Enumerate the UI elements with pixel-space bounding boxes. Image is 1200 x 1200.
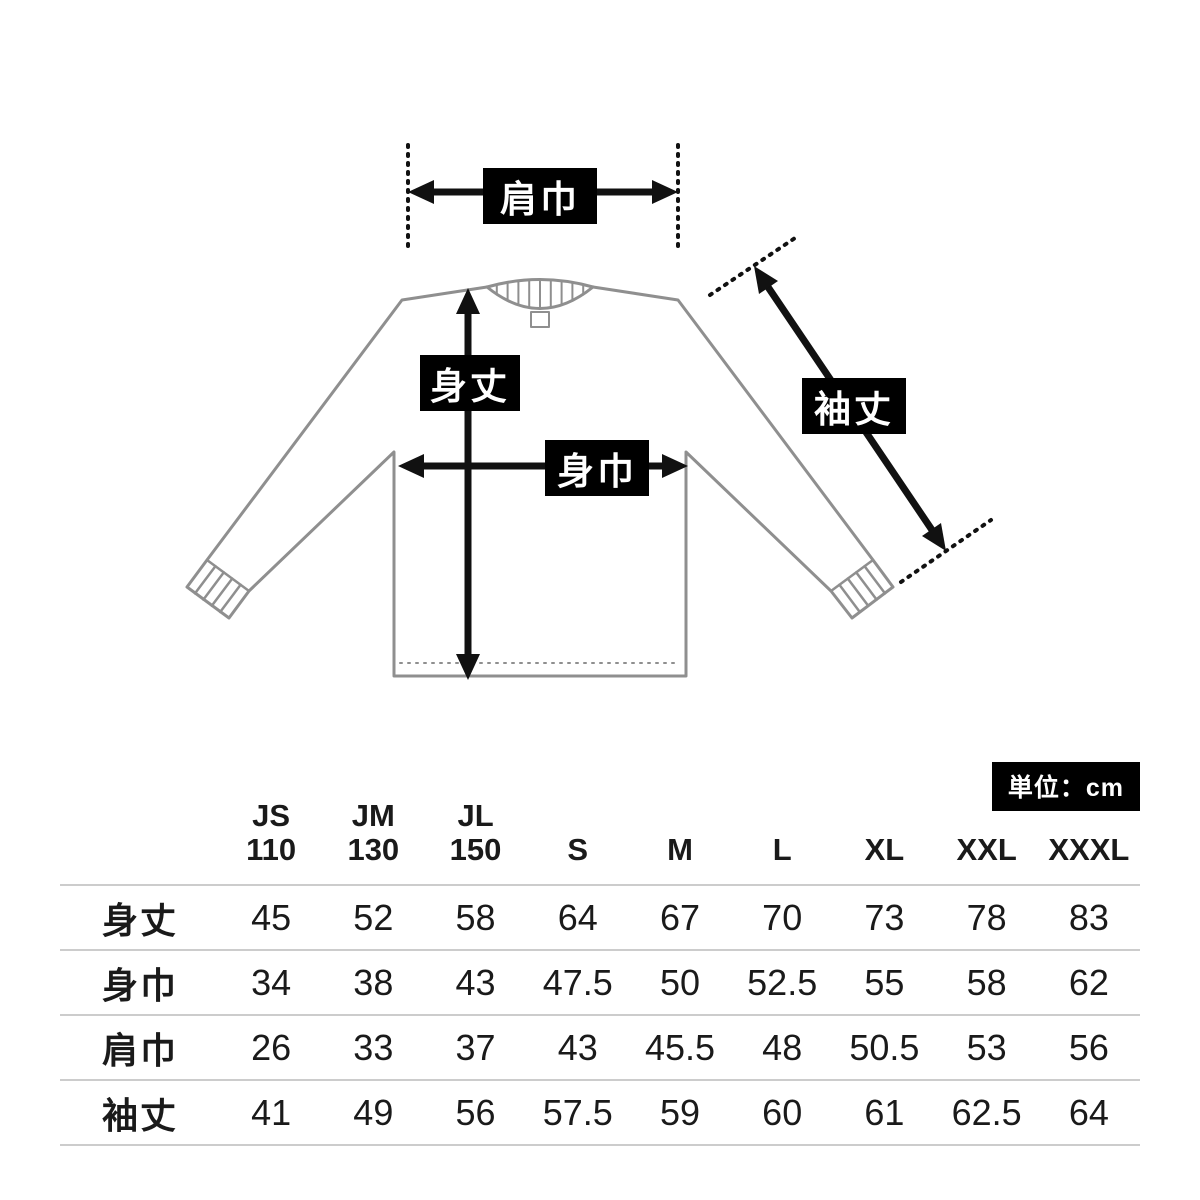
- size-value-cell: 61: [833, 1079, 936, 1145]
- size-column-header-XL: XL: [864, 832, 905, 868]
- size-value-cell: 33: [322, 1014, 425, 1080]
- size-value-cell: 37: [424, 1014, 527, 1080]
- unit-badge: 単位：cm: [991, 762, 1140, 811]
- size-value-cell: 73: [833, 884, 936, 950]
- cuff-ribbing: [193, 558, 887, 614]
- size-value-cell: 62.5: [935, 1079, 1038, 1145]
- size-value-cell: 43: [424, 949, 527, 1015]
- size-value-cell: 49: [322, 1079, 425, 1145]
- size-value-cell: 45.5: [628, 1014, 732, 1080]
- size-value-cell: 38: [322, 949, 425, 1015]
- size-value-cell: 50.5: [833, 1014, 936, 1080]
- size-value-cell: 47.5: [526, 949, 629, 1015]
- size-value-cell: 78: [935, 884, 1038, 950]
- size-column-header-XXL: XXL: [956, 832, 1017, 868]
- size-value-cell: 48: [731, 1014, 834, 1080]
- size-value-cell: 83: [1037, 884, 1140, 950]
- size-value-cell: 52: [322, 884, 425, 950]
- size-value-cell: 34: [220, 949, 323, 1015]
- size-value-cell: 64: [526, 884, 629, 950]
- measurement-row-label: 袖丈: [60, 1079, 220, 1145]
- size-value-cell: 53: [935, 1014, 1038, 1080]
- neck-tag: [530, 311, 550, 328]
- size-value-cell: 57.5: [526, 1079, 629, 1145]
- size-value-cell: 50: [628, 949, 732, 1015]
- shoulder-width-label: 肩巾: [483, 168, 597, 224]
- shirt-outline: [185, 278, 895, 678]
- size-column-header-S: S: [567, 832, 589, 868]
- size-value-cell: 58: [935, 949, 1038, 1015]
- sleeve-length-label: 袖丈: [802, 378, 906, 434]
- size-value-cell: 64: [1037, 1079, 1140, 1145]
- shirt-measurement-diagram: 肩巾 身丈 身巾 袖丈: [185, 143, 993, 680]
- size-value-cell: 26: [220, 1014, 323, 1080]
- body-length-arrow: [456, 288, 480, 680]
- size-value-cell: 67: [628, 884, 732, 950]
- size-value-cell: 55: [833, 949, 936, 1015]
- row-label-header: [60, 760, 220, 885]
- size-column-header-L: L: [772, 832, 792, 868]
- size-value-cell: 58: [424, 884, 527, 950]
- size-value-cell: 62: [1037, 949, 1140, 1015]
- size-value-cell: 56: [1037, 1014, 1140, 1080]
- size-value-cell: 59: [628, 1079, 732, 1145]
- body-length-label: 身丈: [420, 355, 520, 411]
- size-value-cell: 56: [424, 1079, 527, 1145]
- shirt-diagram-svg: [185, 143, 993, 680]
- size-value-cell: 41: [220, 1079, 323, 1145]
- measurement-row-label: 身丈: [60, 884, 220, 950]
- measurement-row-label: 肩巾: [60, 1014, 220, 1080]
- size-column-header-XXXL: XXXL: [1048, 832, 1130, 868]
- size-value-cell: 43: [526, 1014, 629, 1080]
- size-column-header-M: M: [667, 832, 693, 868]
- size-value-cell: 52.5: [731, 949, 834, 1015]
- size-value-cell: 60: [731, 1079, 834, 1145]
- body-width-label: 身巾: [545, 440, 649, 496]
- size-value-cell: 45: [220, 884, 323, 950]
- size-value-cell: 70: [731, 884, 834, 950]
- collar-ribbing: [495, 278, 585, 310]
- measurement-row-label: 身巾: [60, 949, 220, 1015]
